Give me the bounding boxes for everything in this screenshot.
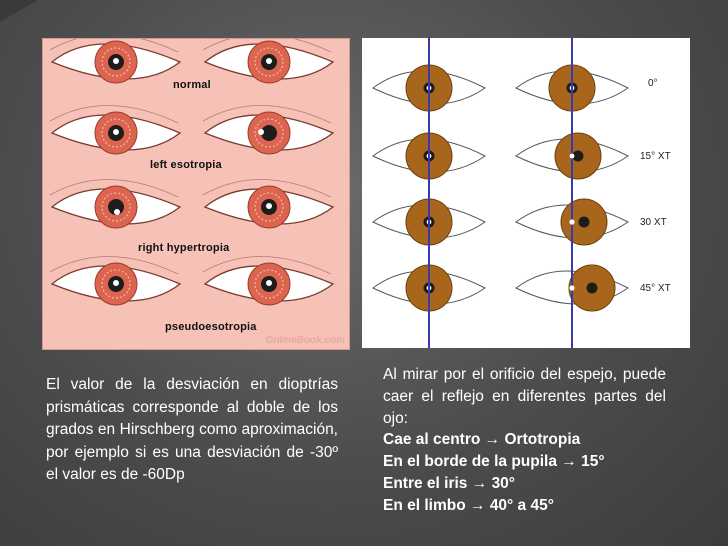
degree-label-15: 15° XT bbox=[640, 151, 671, 162]
arrow-icon: → bbox=[484, 431, 501, 449]
degree-label-30: 30 XT bbox=[640, 217, 667, 228]
arrow-icon: → bbox=[561, 453, 577, 471]
arrow-icon: → bbox=[471, 474, 488, 492]
item-label: Cae al centro bbox=[383, 431, 481, 449]
item-result: 15° bbox=[581, 453, 605, 471]
corner-decoration bbox=[0, 0, 38, 22]
hirschberg-reflex-image: normal left esotropia right hypertropia … bbox=[42, 38, 350, 350]
degree-label-0: 0° bbox=[648, 78, 658, 89]
degree-label-45: 45° XT bbox=[640, 283, 671, 294]
label-pseudoesotropia: pseudoesotropia bbox=[165, 321, 257, 333]
item-label: En el limbo bbox=[383, 496, 466, 514]
item-label: Entre el iris bbox=[383, 474, 468, 492]
item-result: 40° a 45° bbox=[489, 496, 554, 514]
reflex-explanation: Al mirar por el orificio del espejo, pue… bbox=[383, 364, 666, 517]
item-result: Ortotropia bbox=[504, 431, 581, 449]
item-label: En el borde de la pupila bbox=[383, 453, 557, 471]
arrow-icon: → bbox=[470, 496, 486, 514]
reflex-degrees-image: 0° 15° XT 30 XT 45° XT bbox=[362, 38, 690, 348]
label-left-esotropia: left esotropia bbox=[150, 159, 222, 171]
reflex-item-limbus: En el limbo → 40° a 45° bbox=[383, 495, 666, 517]
reflex-item-center: Cae al centro → Ortotropia bbox=[383, 429, 666, 451]
watermark: OnlineBook.com bbox=[265, 335, 345, 346]
eyes-illustration bbox=[49, 39, 334, 306]
reflex-item-pupil-edge: En el borde de la pupila → 15° bbox=[383, 451, 666, 473]
reflex-intro: Al mirar por el orificio del espejo, pue… bbox=[383, 366, 666, 427]
label-normal: normal bbox=[173, 79, 211, 91]
reflex-degrees-illustration bbox=[372, 38, 629, 348]
reflex-item-iris: Entre el iris → 30° bbox=[383, 473, 666, 495]
item-result: 30° bbox=[491, 474, 516, 492]
label-right-hypertropia: right hypertropia bbox=[138, 242, 230, 254]
prism-diopter-note: El valor de la desviación en dioptrías p… bbox=[46, 376, 338, 484]
